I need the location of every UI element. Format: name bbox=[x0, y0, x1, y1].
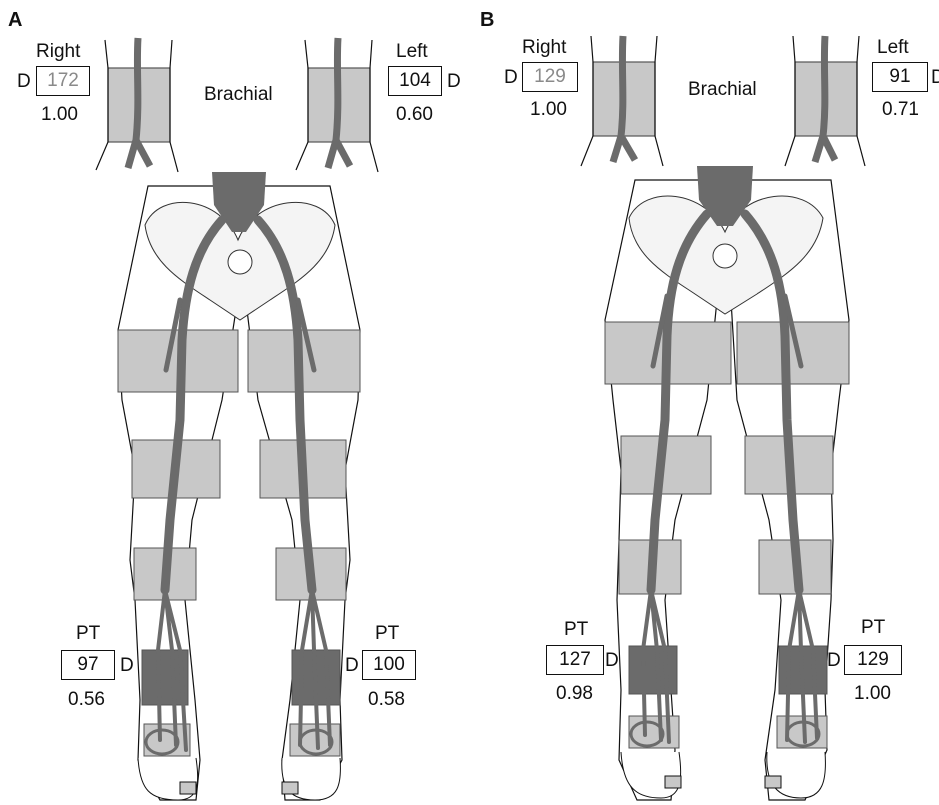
left-arm-pressure-box: 104 bbox=[388, 66, 442, 96]
left-arm-diagram bbox=[785, 36, 865, 166]
right-ankle-index: 0.56 bbox=[68, 690, 105, 710]
right-ankle-pressure-box: 127 bbox=[546, 645, 604, 675]
right-arm-index: 1.00 bbox=[530, 100, 567, 120]
right-arm-pressure-box: 172 bbox=[36, 66, 90, 96]
left-arm-pressure-box: 91 bbox=[872, 62, 928, 92]
brachial-label: Brachial bbox=[688, 80, 757, 100]
panel-label: B bbox=[480, 10, 494, 30]
left-ankle-marker: D bbox=[345, 656, 359, 676]
right-ankle-pressure-box: 97 bbox=[61, 650, 115, 680]
panel-b: B Brachial Right D 129 1.00 Left 91 D 0.… bbox=[469, 0, 939, 805]
panel-a: A Brachial Right D 172 1.00 Left 104 D 0… bbox=[0, 0, 470, 805]
right-arm-diagram bbox=[96, 38, 178, 172]
right-ankle-marker: D bbox=[120, 656, 134, 676]
feet-icon bbox=[138, 758, 340, 800]
left-ankle-index: 0.58 bbox=[368, 690, 405, 710]
right-side-label: Right bbox=[36, 42, 80, 62]
left-ankle-site-label: PT bbox=[861, 618, 885, 638]
left-ankle-site-label: PT bbox=[375, 624, 399, 644]
right-arm-marker: D bbox=[504, 68, 518, 88]
left-ankle-pressure-box: 100 bbox=[362, 650, 416, 680]
left-arm-index: 0.60 bbox=[396, 105, 433, 125]
right-ankle-site-label: PT bbox=[564, 620, 588, 640]
right-arm-diagram bbox=[581, 36, 663, 166]
left-ankle-marker: D bbox=[827, 651, 841, 671]
right-arm-pressure-box: 129 bbox=[522, 62, 578, 92]
right-side-label: Right bbox=[522, 38, 566, 58]
left-arm-marker: D bbox=[931, 68, 939, 88]
right-arm-index: 1.00 bbox=[41, 105, 78, 125]
left-side-label: Left bbox=[877, 38, 909, 58]
left-ankle-pressure-box: 129 bbox=[844, 645, 902, 675]
right-arm-marker: D bbox=[17, 72, 31, 92]
feet-icon bbox=[621, 752, 825, 798]
left-arm-marker: D bbox=[447, 72, 461, 92]
right-ankle-index: 0.98 bbox=[556, 684, 593, 704]
right-ankle-site-label: PT bbox=[76, 624, 100, 644]
left-ankle-index: 1.00 bbox=[854, 684, 891, 704]
left-side-label: Left bbox=[396, 42, 428, 62]
left-arm-diagram bbox=[296, 38, 378, 172]
panel-label: A bbox=[8, 10, 22, 30]
right-ankle-marker: D bbox=[605, 651, 619, 671]
brachial-label: Brachial bbox=[204, 85, 273, 105]
left-arm-index: 0.71 bbox=[882, 100, 919, 120]
